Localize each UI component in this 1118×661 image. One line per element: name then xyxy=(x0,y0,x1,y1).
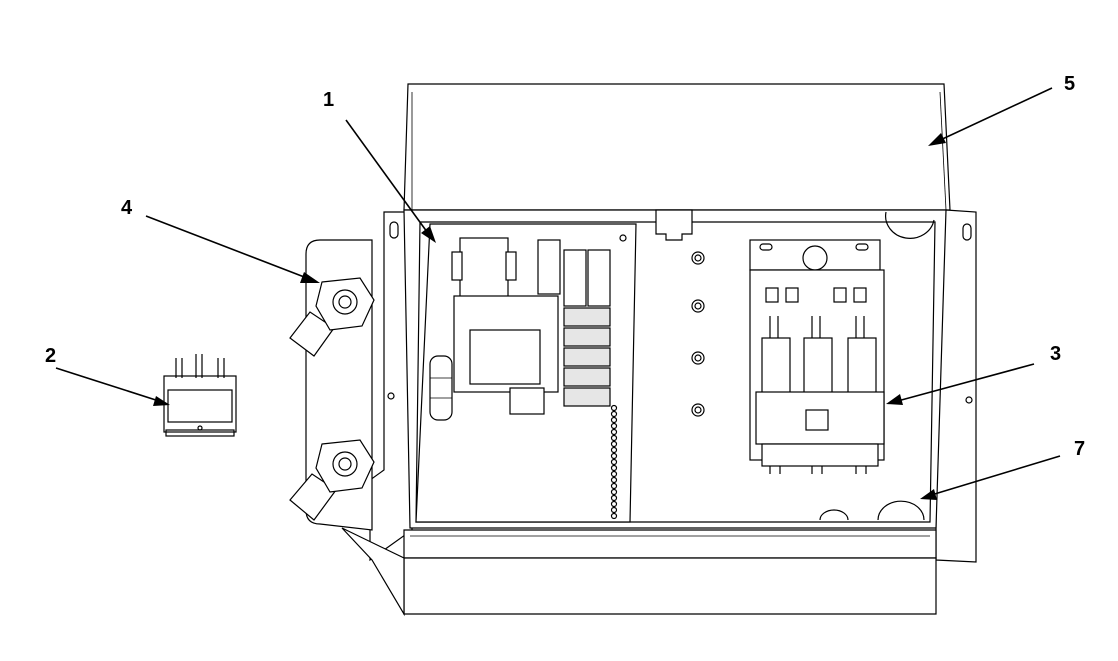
rocker-switch xyxy=(163,354,237,437)
leader-7 xyxy=(927,455,1061,497)
callout-3: 3 xyxy=(1050,343,1061,365)
mounting-screws xyxy=(691,251,705,417)
callout-1: 1 xyxy=(323,89,334,111)
fitting-upper xyxy=(289,277,375,357)
control-board xyxy=(415,223,637,523)
leader-2 xyxy=(55,367,163,403)
leader-3 xyxy=(893,363,1035,403)
callout-4: 4 xyxy=(121,197,133,219)
leader-lines xyxy=(55,87,1061,500)
enclosure-cover xyxy=(403,83,951,211)
leader-4 xyxy=(145,215,313,281)
fitting-lower xyxy=(289,439,375,521)
callout-7: 7 xyxy=(1074,438,1085,460)
callout-2: 2 xyxy=(45,345,56,367)
callout-5: 5 xyxy=(1064,73,1075,95)
contactor xyxy=(749,239,885,474)
leader-1 xyxy=(345,119,431,237)
terminal-strip xyxy=(610,404,618,520)
callout-labels: 1 2 3 4 5 7 xyxy=(45,73,1085,460)
leader-5 xyxy=(935,87,1053,143)
